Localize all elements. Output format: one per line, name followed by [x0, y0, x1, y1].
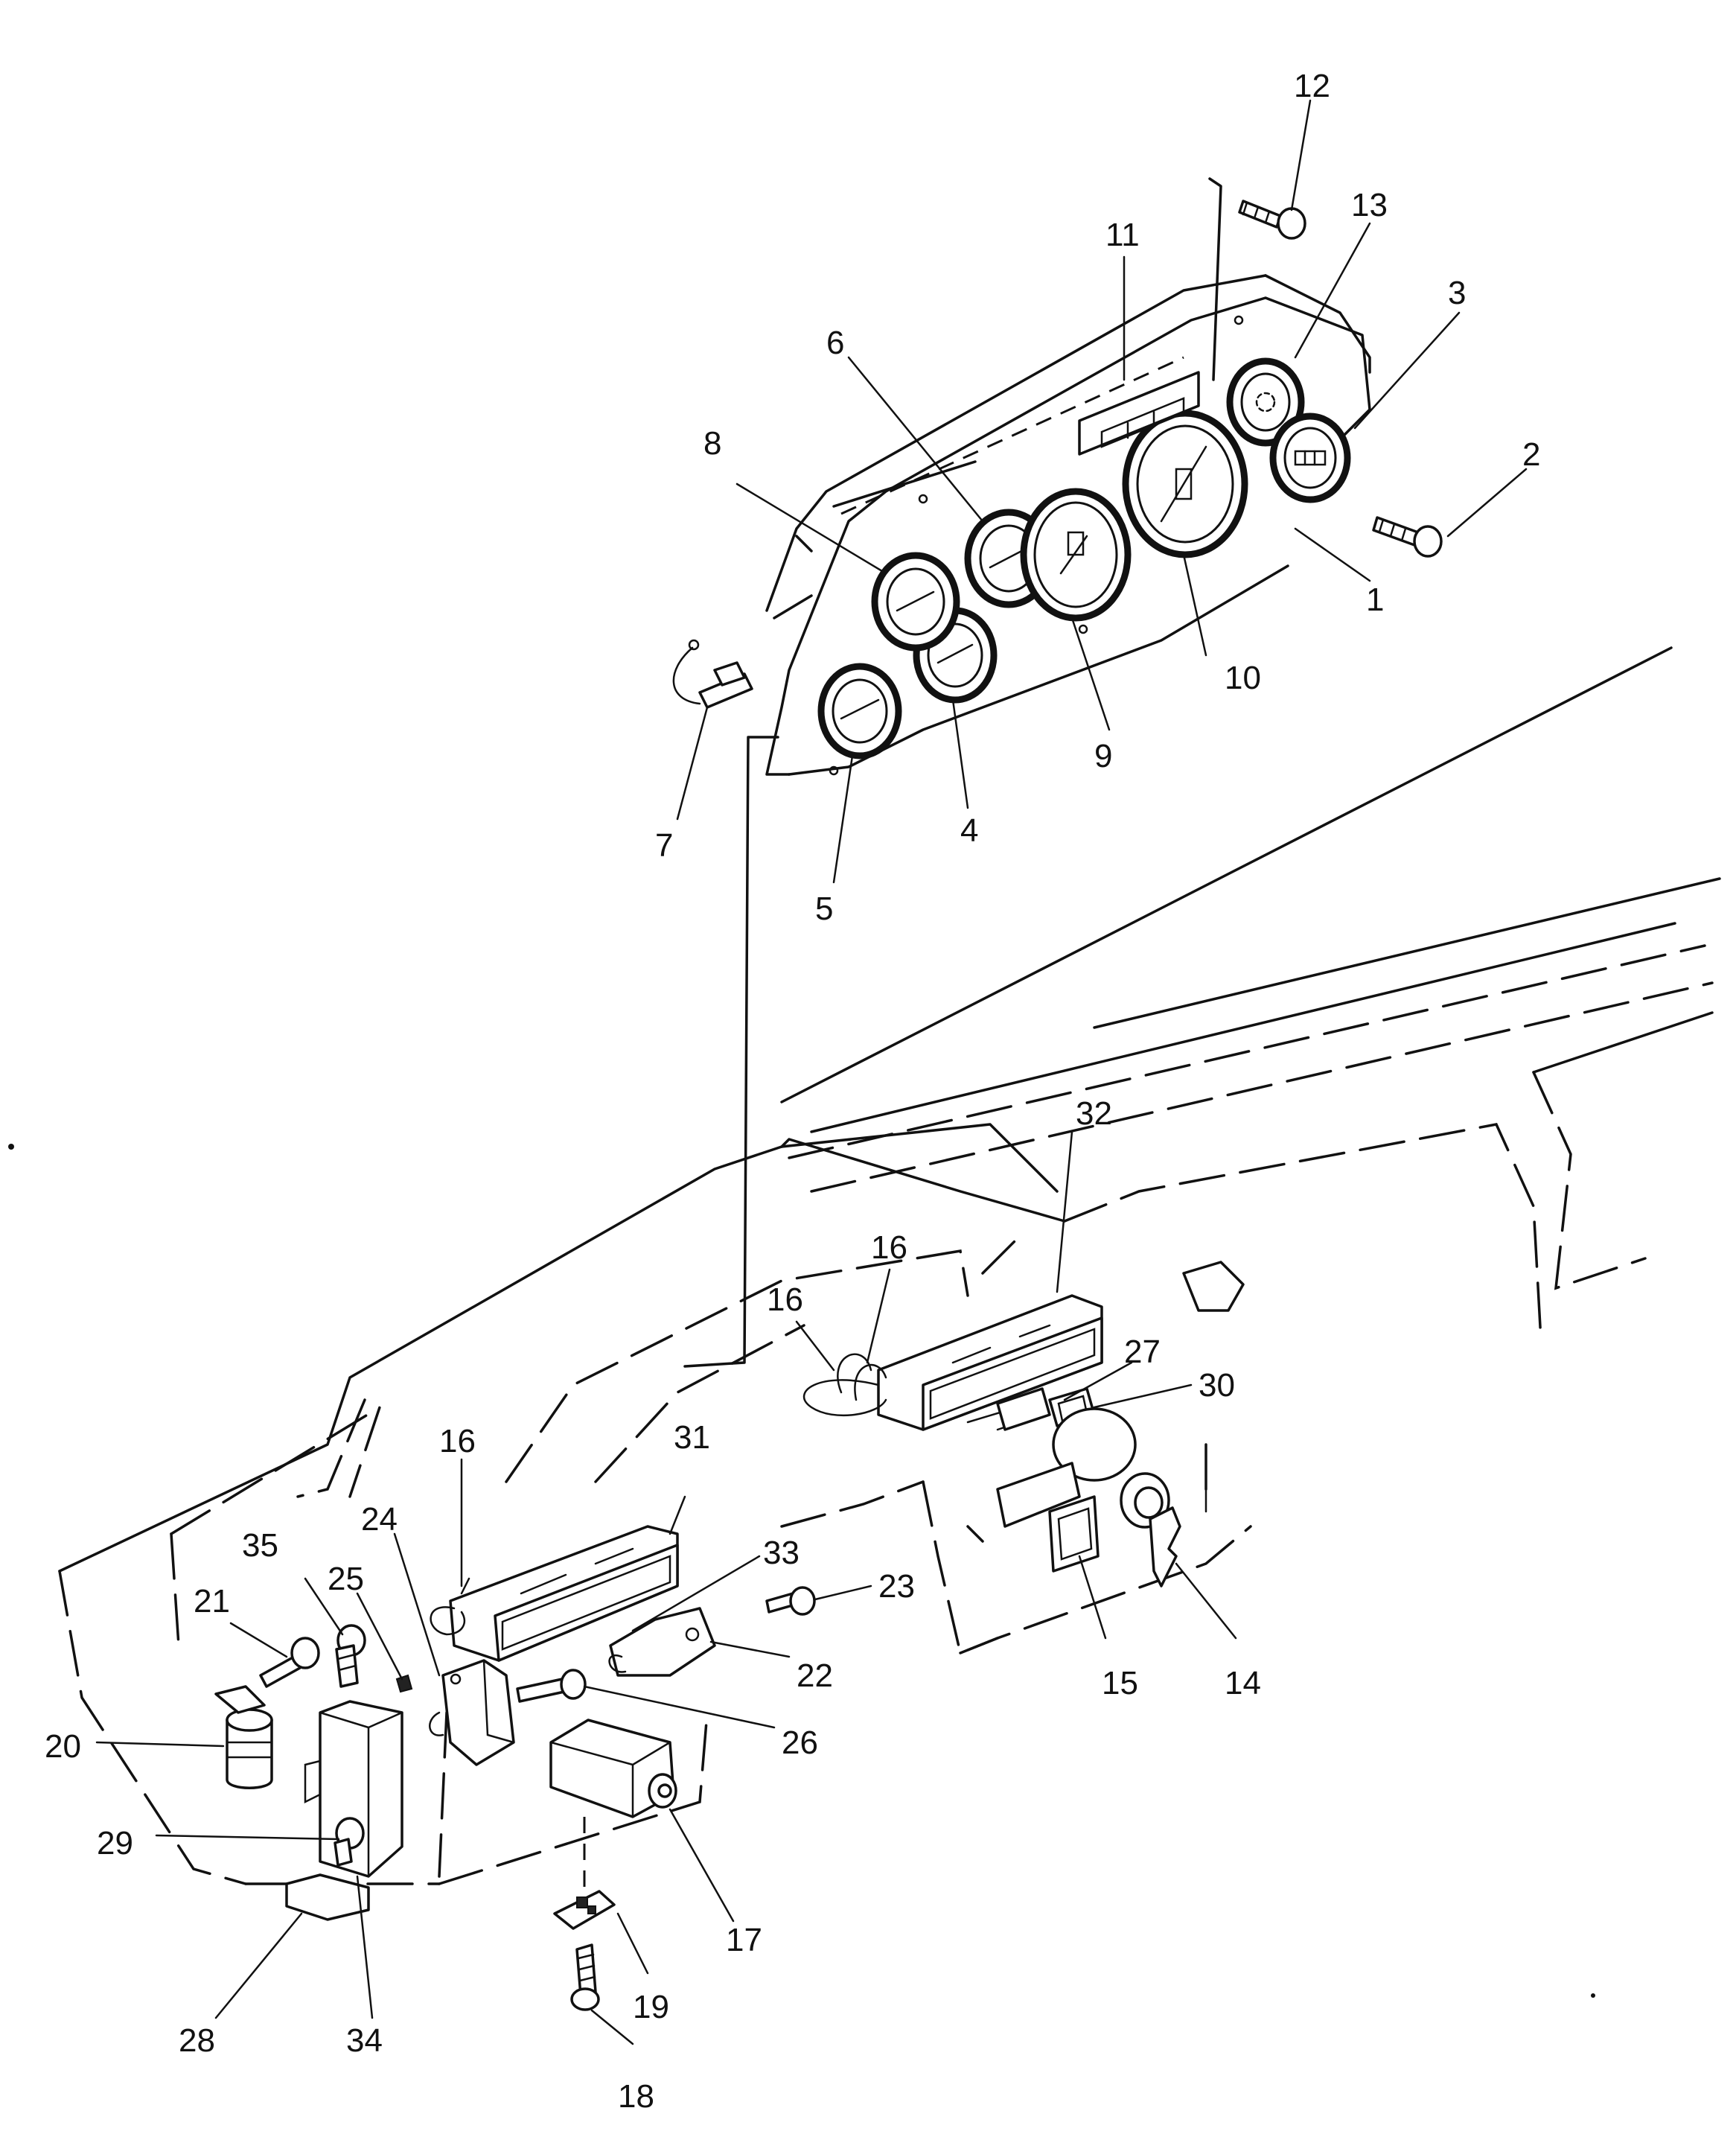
- wire-16-lower: [430, 1577, 470, 1636]
- indicator-11: [1078, 371, 1200, 456]
- callout-16-lower: 16: [439, 1423, 476, 1459]
- callout-5: 5: [815, 891, 833, 927]
- callout-20: 20: [45, 1728, 81, 1765]
- callout-9: 9: [1094, 738, 1112, 774]
- callout-19: 19: [633, 1989, 669, 2025]
- callout-15: 15: [1102, 1665, 1138, 1701]
- leader-lines: [95, 99, 1528, 2045]
- callout-28: 28: [179, 2022, 215, 2059]
- flasher-unit-17: [549, 1719, 677, 1818]
- callout-21: 21: [194, 1583, 230, 1620]
- callout-14: 14: [1225, 1665, 1261, 1701]
- bolt-29: [334, 1817, 365, 1867]
- callout-35: 35: [242, 1527, 278, 1564]
- callout-13: 13: [1351, 187, 1388, 223]
- callout-33: 33: [763, 1535, 800, 1571]
- lamp-socket-7: [672, 639, 753, 709]
- callout-30: 30: [1199, 1367, 1235, 1404]
- bracket-19: [553, 1817, 616, 1930]
- bolt-18: [570, 1943, 600, 2011]
- bolt-2: [1372, 516, 1443, 558]
- block-28: [285, 1873, 370, 1921]
- gauge-9: [1020, 488, 1132, 622]
- callout-1: 1: [1366, 582, 1384, 618]
- wire-12: [1208, 177, 1222, 381]
- gauge-3: [1269, 413, 1351, 503]
- bolt-26: [516, 1669, 587, 1703]
- wire-loops-16: [802, 1353, 887, 1417]
- console-housing: [58, 646, 1721, 1885]
- callout-2: 2: [1522, 436, 1540, 473]
- box-34: [304, 1700, 403, 1878]
- callout-17: 17: [726, 1922, 762, 1958]
- callout-26: 26: [782, 1724, 818, 1761]
- callout-8: 8: [703, 425, 721, 462]
- gauge-5: [817, 663, 902, 759]
- callout-16-upper: 16: [871, 1229, 907, 1266]
- callout-29: 29: [97, 1825, 133, 1861]
- callout-6: 6: [826, 325, 844, 361]
- callout-23: 23: [878, 1568, 915, 1605]
- starter-switch-assembly: [996, 1407, 1181, 1587]
- callout-22: 22: [797, 1657, 833, 1694]
- callout-10: 10: [1225, 660, 1261, 696]
- callout-24: 24: [361, 1501, 398, 1538]
- callout-34: 34: [346, 2022, 383, 2059]
- callout-18: 18: [618, 2078, 654, 2115]
- speck: [8, 1144, 14, 1150]
- switch-block-31: [449, 1525, 679, 1662]
- callout-31: 31: [674, 1419, 710, 1456]
- callout-labels: 12 13 11 3 6 2 8 1 10 9 4 7 5 32 16 16 2…: [45, 68, 1540, 2115]
- callout-7: 7: [655, 827, 673, 864]
- callout-4: 4: [960, 812, 978, 849]
- clip-25: [395, 1674, 413, 1693]
- bracket-27: [996, 1387, 1051, 1431]
- canister-20: [214, 1685, 273, 1789]
- callout-3: 3: [1448, 275, 1466, 311]
- bolt-12: [1238, 200, 1306, 240]
- callout-11: 11: [1105, 217, 1140, 253]
- gauge-13: [1226, 357, 1305, 447]
- callout-25: 25: [328, 1561, 364, 1597]
- callout-16-mid: 16: [767, 1281, 803, 1318]
- bolt-21: [259, 1637, 320, 1688]
- relay-24: [429, 1659, 515, 1766]
- bolt-35: [335, 1624, 366, 1688]
- gauge-10: [1122, 410, 1248, 558]
- callout-12: 12: [1294, 68, 1330, 104]
- gauge-8: [871, 552, 960, 652]
- relay-22: [608, 1607, 716, 1677]
- callout-27: 27: [1124, 1334, 1161, 1370]
- harness-wire: [683, 736, 779, 1368]
- callout-32: 32: [1076, 1095, 1112, 1132]
- speck: [1591, 1993, 1595, 1998]
- bolt-23: [765, 1586, 816, 1616]
- plug-knob: [1182, 1261, 1245, 1312]
